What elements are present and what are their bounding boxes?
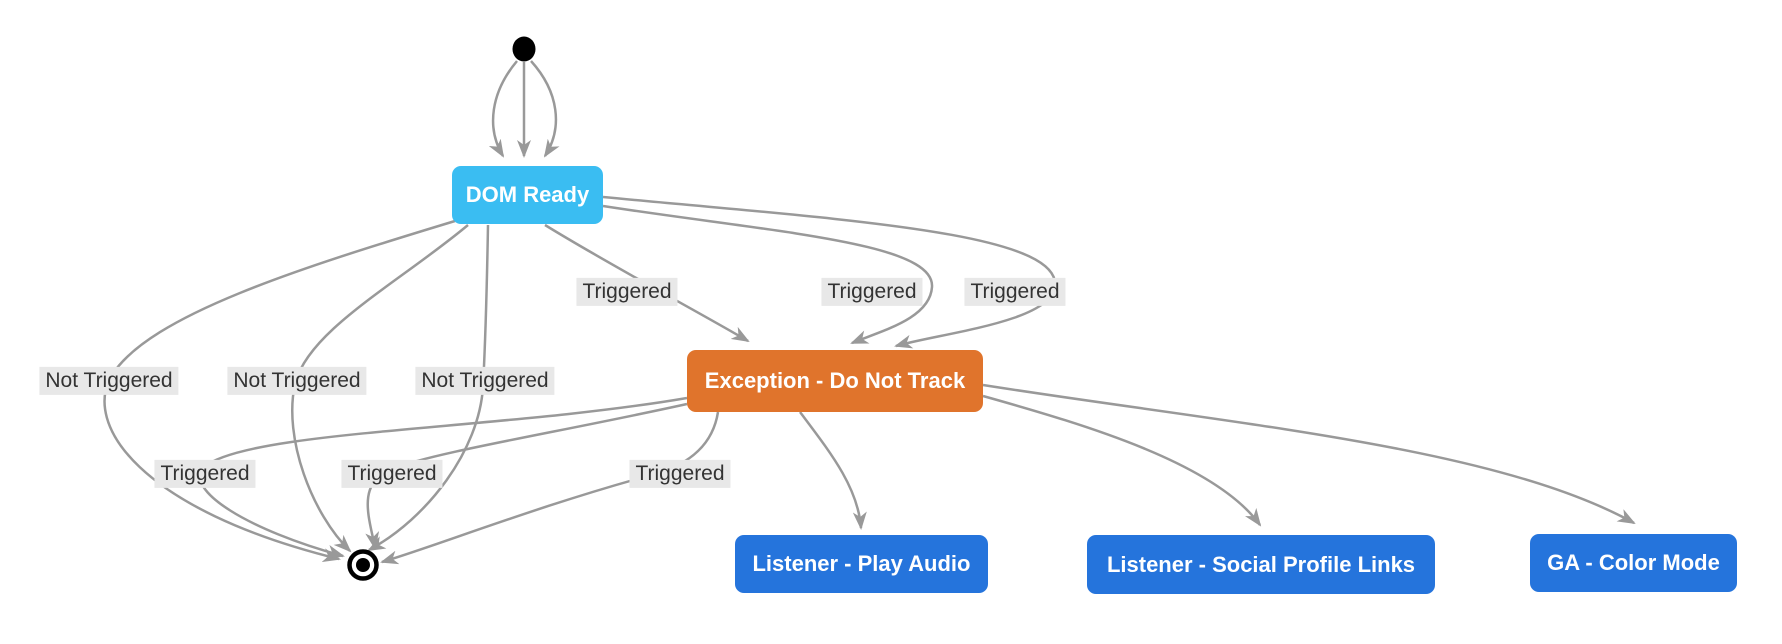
initial-state-node	[512, 36, 536, 62]
edge-label-triggered-bottom-3: Triggered	[629, 459, 731, 489]
edge-start-domready-1	[488, 60, 518, 158]
edge-label-triggered-top-3: Triggered	[964, 277, 1066, 307]
edge-exception-gacolormode	[982, 383, 1636, 525]
edge-label-not-triggered-3: Not Triggered	[415, 366, 555, 396]
state-node-social-links-label: Listener - Social Profile Links	[1106, 551, 1416, 577]
edge-exception-end-1	[198, 396, 688, 559]
edge-domready-exception-3	[602, 195, 1057, 349]
state-node-ga-color-mode-label: GA - Color Mode	[1547, 550, 1720, 575]
state-node-dom-ready: DOM Ready	[452, 166, 603, 224]
edge-label-not-triggered-2: Not Triggered	[227, 366, 367, 396]
final-state-core	[356, 558, 370, 572]
edge-exception-playaudio	[799, 411, 867, 530]
edge-label-triggered-top-1: Triggered	[576, 277, 678, 307]
state-node-listener-play-audio: Listener - Play Audio	[735, 535, 988, 593]
edge-exception-end-3	[380, 411, 720, 565]
edge-label-triggered-bottom-2: Triggered	[341, 459, 443, 489]
state-node-play-audio-label: Listener - Play Audio	[752, 551, 971, 576]
edge-start-domready-3	[530, 60, 560, 158]
edge-label-triggered-top-2: Triggered	[821, 277, 923, 307]
state-node-dom-ready-label: DOM Ready	[465, 182, 590, 207]
state-node-ga-color-mode: GA - Color Mode	[1530, 534, 1737, 592]
state-node-exception-do-not-track: Exception - Do Not Track	[687, 350, 983, 412]
edge-label-triggered-bottom-1: Triggered	[154, 459, 256, 489]
edge-label-not-triggered-1: Not Triggered	[39, 366, 179, 396]
state-node-exception-label: Exception - Do Not Track	[704, 368, 966, 393]
final-state-node	[347, 549, 379, 581]
state-node-listener-social-profile-links: Listener - Social Profile Links	[1087, 535, 1435, 594]
edge-domready-exception-2	[602, 204, 934, 345]
edge-exception-sociallinks	[982, 394, 1262, 527]
